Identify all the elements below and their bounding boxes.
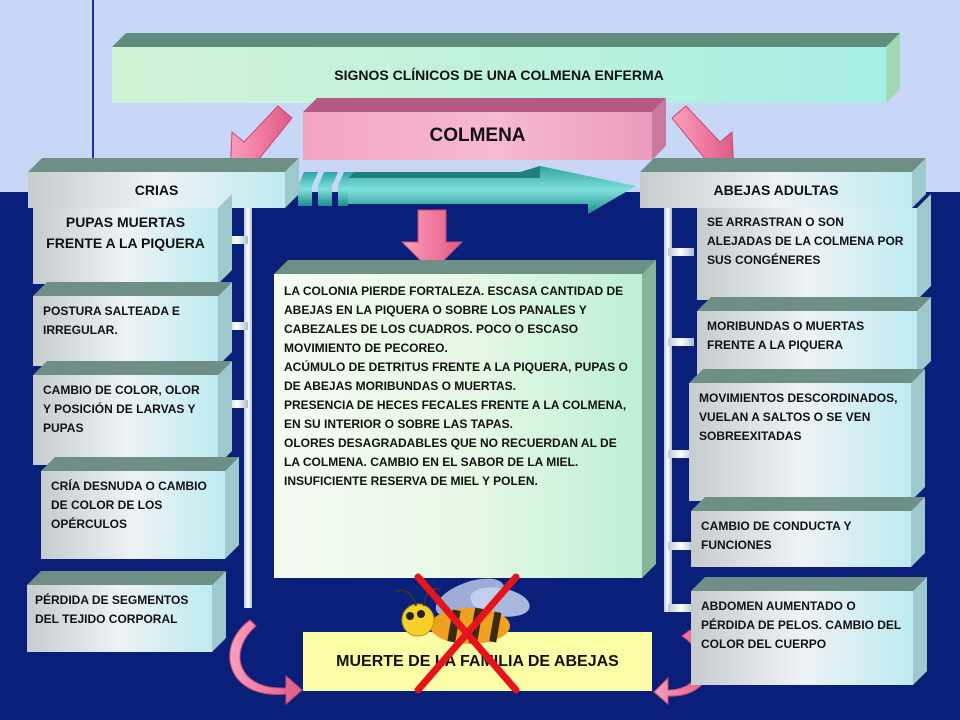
background-divider <box>92 0 94 160</box>
adultas-item-2: MORIBUNDAS O MUERTAS FRENTE A LA PIQUERA <box>697 297 931 375</box>
crias-item-3-text: CAMBIO DE COLOR, OLOR Y POSICIÓN DE LARV… <box>43 383 200 435</box>
diagram-title-text: SIGNOS CLÍNICOS DE UNA COLMENA ENFERMA <box>334 67 664 83</box>
colmena-label: COLMENA <box>429 125 526 146</box>
crias-item-4: CRÍA DESNUDA O CAMBIO DE COLOR DE LOS OP… <box>41 457 239 559</box>
adultas-item-5: ABDOMEN AUMENTADO O PÉRDIDA DE PELOS. CA… <box>691 577 927 685</box>
crias-item-5-text: PÉRDIDA DE SEGMENTOS DEL TEJIDO CORPORAL <box>35 593 189 626</box>
adultas-item-4-text: CAMBIO DE CONDUCTA Y FUNCIONES <box>701 519 852 552</box>
crias-header-label: CRIAS <box>134 182 179 198</box>
adultas-item-1: SE ARRASTRAN O SON ALEJADAS DE LA COLMEN… <box>697 194 931 300</box>
adultas-header: ABEJAS ADULTAS <box>640 158 926 208</box>
center-line-5: INSUFICIENTE RESERVA DE MIEL Y POLEN. <box>284 474 538 488</box>
adultas-header-label: ABEJAS ADULTAS <box>713 182 839 198</box>
colmena-box: COLMENA <box>303 98 666 160</box>
crias-item-3: CAMBIO DE COLOR, OLOR Y POSICIÓN DE LARV… <box>33 361 232 465</box>
crias-item-4-text: CRÍA DESNUDA O CAMBIO DE COLOR DE LOS OP… <box>51 479 207 531</box>
center-line-4: OLORES DESAGRADABLES QUE NO RECUERDAN AL… <box>284 436 617 469</box>
adultas-item-1-text: SE ARRASTRAN O SON ALEJADAS DE LA COLMEN… <box>707 215 904 267</box>
center-signs-box: LA COLONIA PIERDE FORTALEZA. ESCASA CANT… <box>274 260 656 578</box>
death-box: MUERTE DE LA FAMILIA DE ABEJAS <box>303 632 652 691</box>
crias-header: CRIAS <box>28 158 299 208</box>
adultas-item-2-text: MORIBUNDAS O MUERTAS FRENTE A LA PIQUERA <box>707 319 865 352</box>
adultas-item-3-text: MOVIMIENTOS DESCORDINADOS, VUELAN A SALT… <box>699 391 898 443</box>
center-line-3: PRESENCIA DE HECES FECALES FRENTE A LA C… <box>284 398 627 431</box>
center-line-1: LA COLONIA PIERDE FORTALEZA. ESCASA CANT… <box>284 284 624 355</box>
crias-item-2-text: POSTURA SALTEADA E IRREGULAR. <box>43 304 180 337</box>
center-line-2: ACÚMULO DE DETRITUS FRENTE A LA PIQUERA,… <box>284 360 628 393</box>
crias-item-1-text: PUPAS MUERTAS FRENTE A LA PIQUERA <box>46 214 205 251</box>
death-label: MUERTE DE LA FAMILIA DE ABEJAS <box>336 652 619 670</box>
diagram-title: SIGNOS CLÍNICOS DE UNA COLMENA ENFERMA <box>112 33 900 103</box>
adultas-item-4: CAMBIO DE CONDUCTA Y FUNCIONES <box>691 497 925 567</box>
crias-item-1: PUPAS MUERTAS FRENTE A LA PIQUERA <box>33 194 232 284</box>
adultas-item-3: MOVIMIENTOS DESCORDINADOS, VUELAN A SALT… <box>689 369 925 501</box>
adultas-item-5-text: ABDOMEN AUMENTADO O PÉRDIDA DE PELOS. CA… <box>701 599 902 651</box>
crias-item-5: PÉRDIDA DE SEGMENTOS DEL TEJIDO CORPORAL <box>27 571 226 652</box>
crias-item-2: POSTURA SALTEADA E IRREGULAR. <box>33 282 232 366</box>
